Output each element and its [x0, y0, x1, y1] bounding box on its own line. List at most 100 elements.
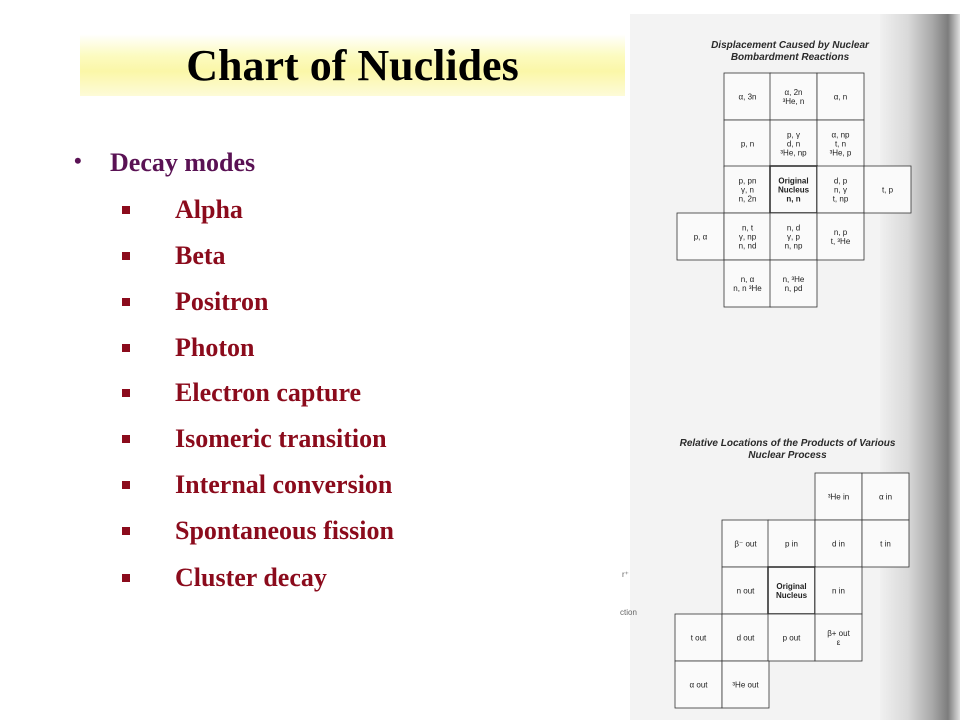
grid-cell [769, 259, 818, 308]
square-bullet-icon [122, 481, 130, 489]
caption-line: Nuclear Process [748, 450, 827, 461]
grid-cell [676, 212, 725, 261]
grid-cell-label: t, p [882, 186, 894, 195]
grid-cell [769, 165, 818, 214]
grid-cell-label: γ, n [741, 186, 754, 195]
grid-cell-label: p, α [694, 233, 708, 242]
grid-cell [814, 519, 863, 568]
grid-cell-label: t, np [833, 195, 849, 204]
caption-line: Bombardment Reactions [730, 52, 850, 63]
grid-cell-label: γ, p [787, 233, 800, 242]
grid-cell-label: n, d [787, 224, 800, 233]
grid-cell-label: n, n [786, 195, 800, 204]
grid-cell-label: d, n [787, 140, 800, 149]
grid-cell [769, 72, 818, 121]
square-bullet-icon [122, 298, 130, 306]
grid-cell-label: t, ³He [831, 237, 851, 246]
slide-title: Chart of Nuclides [186, 41, 519, 90]
grid-cell [723, 119, 772, 168]
grid-cell-label: ³He, p [830, 149, 852, 158]
grid-cell-label: d, p [834, 177, 848, 186]
grid-cell [723, 259, 772, 308]
grid-cell [721, 660, 770, 709]
grid-cell-label: α, n [834, 93, 848, 102]
grid-cell-label: ³He, n [783, 97, 805, 106]
list-item-label: Electron capture [175, 378, 362, 407]
figure-bottom-caption: Relative Locations of the Products of Va… [665, 438, 910, 462]
grid-cell-label: β⁻ out [734, 540, 757, 549]
list-item-label: Alpha [175, 195, 243, 224]
square-bullet-icon [122, 389, 130, 397]
square-bullet-icon [122, 527, 130, 535]
margin-fragment: r⁺ [622, 570, 629, 579]
grid-cell [863, 165, 912, 214]
grid-cell [814, 613, 863, 662]
grid-cell [721, 519, 770, 568]
grid-cell-label: α, np [832, 131, 851, 140]
grid-cell-label: p, γ [787, 131, 800, 140]
grid-cell-label: ³He in [828, 493, 849, 502]
grid-cell [861, 472, 910, 521]
grid-cell-label: α out [690, 681, 709, 690]
caption-line: Relative Locations of the Products of Va… [679, 438, 896, 449]
grid-cell-label: ε [837, 638, 841, 647]
title-band [80, 34, 625, 96]
grid-cell-label: n, γ [834, 186, 847, 195]
grid-cell-label: p out [783, 634, 802, 643]
list-item-label: Cluster decay [175, 563, 327, 592]
figure-top-caption: Displacement Caused by Nuclear Bombardme… [690, 40, 890, 64]
grid-cell [816, 212, 865, 261]
grid-cell-label: ³He, np [780, 149, 807, 158]
list-item-label: Spontaneous fission [175, 516, 394, 545]
grid-cell-label: γ, np [739, 233, 757, 242]
margin-fragment: ction [620, 608, 637, 617]
main-bullet-text: Decay modes [110, 148, 256, 177]
grid-cell-label: Original [776, 582, 806, 591]
page-binding-shadow [880, 14, 960, 720]
grid-cell-label: t out [691, 634, 707, 643]
grid-cell [723, 212, 772, 261]
grid-cell-label: d in [832, 540, 845, 549]
grid-cell-label: n, ³He [783, 275, 805, 284]
grid-cell-label: p, n [741, 140, 754, 149]
list-item-label: Photon [175, 333, 255, 362]
list-item-label: Beta [175, 241, 226, 270]
grid-cell-label: Nucleus [776, 591, 808, 600]
square-bullet-icon [122, 574, 130, 582]
grid-cell-label: n, α [741, 275, 755, 284]
grid-cell-label: n, nd [739, 242, 757, 251]
grid-cell-label: n, p [834, 228, 848, 237]
grid-cell [861, 519, 910, 568]
grid-cell-label: n, t [742, 224, 754, 233]
caption-line: Displacement Caused by Nuclear [711, 40, 869, 51]
list-item-label: Isomeric transition [175, 424, 387, 453]
grid-cell-label: n, np [785, 242, 803, 251]
grid-cell-label: p in [785, 540, 798, 549]
square-bullet-icon [122, 344, 130, 352]
grid-cell-label: α, 3n [739, 93, 757, 102]
grid-cell-label: β+ out [827, 629, 850, 638]
grid-cell [816, 165, 865, 214]
grid-cell [814, 472, 863, 521]
grid-cell-label: ³He out [732, 681, 759, 690]
list-item-label: Internal conversion [175, 470, 393, 499]
grid-cell-label: n out [737, 587, 756, 596]
grid-cell-label: α, 2n [785, 88, 803, 97]
grid-cell-label: Original [778, 177, 808, 186]
grid-cell [674, 660, 723, 709]
grid-cell [816, 119, 865, 168]
grid-cell-label: t in [880, 540, 891, 549]
square-bullet-icon [122, 252, 130, 260]
grid-cell [721, 613, 770, 662]
grid-cell-label: p, pn [739, 177, 757, 186]
square-bullet-icon [122, 206, 130, 214]
bullet-dot-icon: • [74, 148, 82, 173]
grid-cell [814, 566, 863, 615]
grid-cell-label: n, n ³He [733, 284, 762, 293]
grid-cell-label: α in [879, 493, 892, 502]
grid-cell-label: n, 2n [739, 195, 757, 204]
product-locations-grid: ³He in α in β⁻ out p in d in t in n out Origina… [674, 472, 910, 709]
grid-cell-label: t, n [835, 140, 846, 149]
